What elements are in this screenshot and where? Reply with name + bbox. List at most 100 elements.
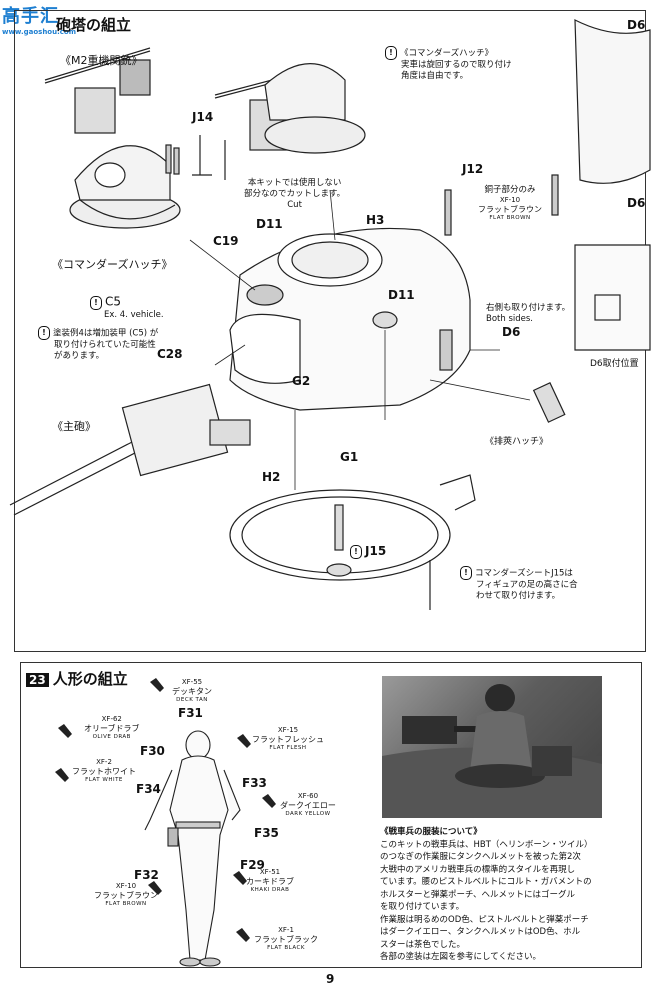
figure-drawing <box>55 678 276 967</box>
brush-icon <box>55 768 69 782</box>
brush-icon <box>233 871 247 885</box>
part-j15-label: J15 <box>365 544 387 558</box>
note-icon: ! <box>385 46 397 60</box>
uniform-line: このキットの戦車兵は、HBT（ヘリンボーン・ツイル） <box>380 839 593 850</box>
paint-en: OLIVE DRAB <box>92 734 131 740</box>
uniform-line: 各部の塗装は左図を参考にしてください。 <box>380 952 541 962</box>
paint-en: KHAKI DRAB <box>250 887 290 893</box>
commander-hatch-mg-illustration <box>44 47 181 229</box>
part-f31: F31 <box>178 706 203 720</box>
turret-ring-illustration <box>229 474 476 610</box>
part-d6-a: D6 <box>502 325 521 339</box>
watermark-logo: 高手汇 <box>2 6 59 27</box>
part-h2: H2 <box>262 470 281 484</box>
note-icon: ! <box>350 544 362 559</box>
paint-name: ダークイエロー <box>280 801 336 810</box>
page-number: 9 <box>326 972 335 986</box>
part-f32: F32 <box>134 868 159 882</box>
watermark-url: www.gaoshou.com <box>2 28 77 36</box>
j14-parts <box>165 135 226 180</box>
paint-name: フラットフレッシュ <box>252 735 324 744</box>
paint-xf1: XF-1 フラットブラック FLAT BLACK <box>254 926 318 951</box>
section-title-turret: 砲塔の組立 <box>56 16 132 34</box>
part-f34: F34 <box>136 782 161 796</box>
hull-side-illustration <box>574 19 651 351</box>
note-both-sides: 右側も取り付けます。 Both sides. <box>486 303 570 325</box>
note-seat: !コマンダーズシートJ15は フィギュアの足の高さに合 わせて取り付けます。 <box>460 566 578 602</box>
uniform-description: 《戦車兵の服装について》 このキットの戦車兵は、HBT（ヘリンボーン・ツイル） … <box>380 826 635 964</box>
paint-code: XF-60 <box>297 792 319 800</box>
uniform-line: 大戦中のアメリカ戦車兵の標準的スタイルを再現し <box>380 864 576 875</box>
brush-icon <box>150 678 164 692</box>
c5-text: Ex. 4. vehicle. <box>104 310 164 320</box>
paint-xf60: XF-60 ダークイエロー DARK YELLOW <box>280 792 336 817</box>
uniform-line: のつなぎの作業服にタンクヘルメットを被った第2次 <box>380 852 581 862</box>
part-c19: C19 <box>213 234 239 248</box>
paint-name: フラットブラック <box>254 935 318 944</box>
note-c5: !C5 Ex. 4. vehicle. <box>90 296 164 321</box>
uniform-line: を取り付けています。 <box>380 902 465 912</box>
part-j12: J12 <box>462 162 484 176</box>
paint-code: XF-15 <box>277 726 299 734</box>
part-f33: F33 <box>242 776 267 790</box>
note-cut-line2: 部分なのでカットします。 <box>244 189 346 199</box>
paint-code: XF-2 <box>96 758 112 766</box>
paint-en: FLAT FLESH <box>269 745 307 751</box>
note-cut-line3: Cut <box>287 200 302 210</box>
paint-name: フラットブラウン <box>94 891 158 900</box>
paint-name: フラットホワイト <box>72 767 136 776</box>
brush-icon <box>237 734 251 748</box>
paint-code: XF-51 <box>259 868 281 876</box>
paint-xf51: XF-51 カーキドラブ KHAKI DRAB <box>246 868 294 893</box>
part-f35: F35 <box>254 826 279 840</box>
part-d11-a: D11 <box>256 217 283 231</box>
part-f30: F30 <box>140 744 165 758</box>
note-j12-paint: 銅子部分のみ XF-10 フラットブラウン FLAT BROWN <box>478 185 542 221</box>
uniform-line: ホルスターと弾薬ポーチ、ヘルメットにはゴーグル <box>380 889 575 900</box>
paint-code: XF-62 <box>101 715 122 723</box>
part-c28: C28 <box>157 347 183 361</box>
paint-name: オリーブドラブ <box>84 724 140 733</box>
main-gun-illustration <box>9 383 251 516</box>
turret-body-illustration <box>229 227 471 411</box>
commander-hatch-top-illustration <box>214 63 366 154</box>
note-cut: 本キットでは使用しない 部分なのでカットします。 Cut <box>244 178 345 211</box>
uniform-line: 作業服は明るめのOD色、ピストルベルトと弾薬ポーチ <box>380 914 589 925</box>
paint-code: XF-10 <box>115 882 137 890</box>
uniform-line: はダークイエロー、タンクヘルメットはOD色、ホル <box>380 927 581 937</box>
note-hatch-title: 《コマンダーズハッチ》 <box>400 48 494 59</box>
paint-code: XF-1 <box>278 926 294 934</box>
note-paint-line2: 取り付けられていた可能性 <box>54 340 156 350</box>
note-hatch: !《コマンダーズハッチ》 実車は旋回するので取り付け 角度は自由です。 <box>385 46 512 82</box>
brush-icon <box>148 881 162 895</box>
paint-xf2: XF-2 フラットホワイト FLAT WHITE <box>72 758 136 783</box>
paint-xf10: XF-10 フラットブラウン FLAT BROWN <box>94 882 158 907</box>
brush-icon <box>262 794 276 808</box>
vent-hatch-label: 《排莢ハッチ》 <box>485 437 549 447</box>
figure-assembly-panel <box>20 662 642 968</box>
uniform-line: ています。腰のピストルベルトにコルト・ガバメントの <box>380 877 592 887</box>
c5-code: C5 <box>105 294 122 309</box>
paint-code: XF-55 <box>181 678 203 686</box>
d6-position-label: D6取付位置 <box>590 359 639 369</box>
paint-en: DARK YELLOW <box>285 811 331 817</box>
commander-hatch-label: 《コマンダーズハッチ》 <box>52 258 173 271</box>
j12-paint-code: XF-10 <box>499 196 521 204</box>
note-paint-c5: !塗装例4は増加装甲 (C5) が 取り付けられていた可能性 があります。 <box>38 326 158 362</box>
part-j15: !J15 <box>350 544 386 559</box>
part-d6-b: D6 <box>627 18 646 32</box>
note-cut-line1: 本キットでは使用しない <box>247 178 342 188</box>
note-icon: ! <box>460 566 472 580</box>
tank-commander-photo <box>382 676 602 818</box>
main-gun-label: 《主砲》 <box>52 420 96 433</box>
step-number: 23 <box>26 673 49 687</box>
note-paint-line3: があります。 <box>54 351 105 361</box>
paint-xf62: XF-62 オリーブドラブ OLIVE DRAB <box>84 715 140 740</box>
note-both-line2: Both sides. <box>486 314 533 324</box>
uniform-line: スターは茶色でした。 <box>380 939 466 950</box>
part-d11-b: D11 <box>388 288 415 302</box>
note-seat-line3: わせて取り付けます。 <box>476 591 561 601</box>
note-paint-line1: 塗装例4は増加装甲 (C5) が <box>53 328 159 339</box>
brush-icon <box>236 928 250 942</box>
note-hatch-line1: 実車は旋回するので取り付け <box>401 60 512 70</box>
